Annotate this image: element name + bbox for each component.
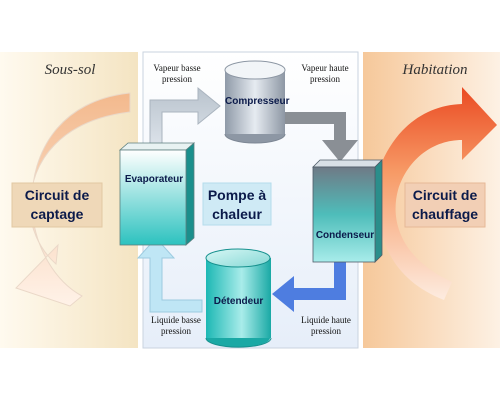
evaporateur-box (118, 142, 196, 246)
liquide-haute-label: Liquide haute pression (301, 315, 351, 336)
circuit-captage-label: Circuit de captage (24, 187, 90, 222)
captage-arrow (15, 92, 131, 307)
circuit-chauffage-panel (404, 182, 486, 228)
pompe-a-chaleur-panel (202, 182, 272, 226)
habitation-title: Habitation (402, 62, 468, 78)
condenseur-box (312, 159, 383, 263)
condenseur-label: Condenseur (315, 230, 375, 241)
evaporateur-label: Evaporateur (124, 174, 184, 185)
liquide-basse-arrow (136, 237, 203, 313)
chauffage-arrow (377, 87, 497, 300)
pompe-a-chaleur-label: Pompe à chaleur (207, 187, 267, 222)
sous-sol-title: Sous-sol (44, 62, 96, 78)
compresseur-cylinder (224, 60, 286, 144)
detendeur-label: Détendeur (213, 296, 264, 307)
vapeur-basse-label: Vapeur basse pression (153, 63, 201, 84)
vapeur-basse-arrow (149, 86, 221, 151)
liquide-haute-arrow (272, 262, 346, 312)
circuit-captage-panel (11, 182, 103, 228)
vapeur-haute-arrow (278, 112, 358, 162)
compresseur-label: Compresseur (225, 96, 290, 107)
liquide-basse-label: Liquide basse pression (151, 315, 201, 336)
circuit-chauffage-label: Circuit de chauffage (411, 187, 479, 222)
vapeur-haute-label: Vapeur haute pression (301, 63, 349, 84)
detendeur-cylinder (205, 248, 272, 348)
